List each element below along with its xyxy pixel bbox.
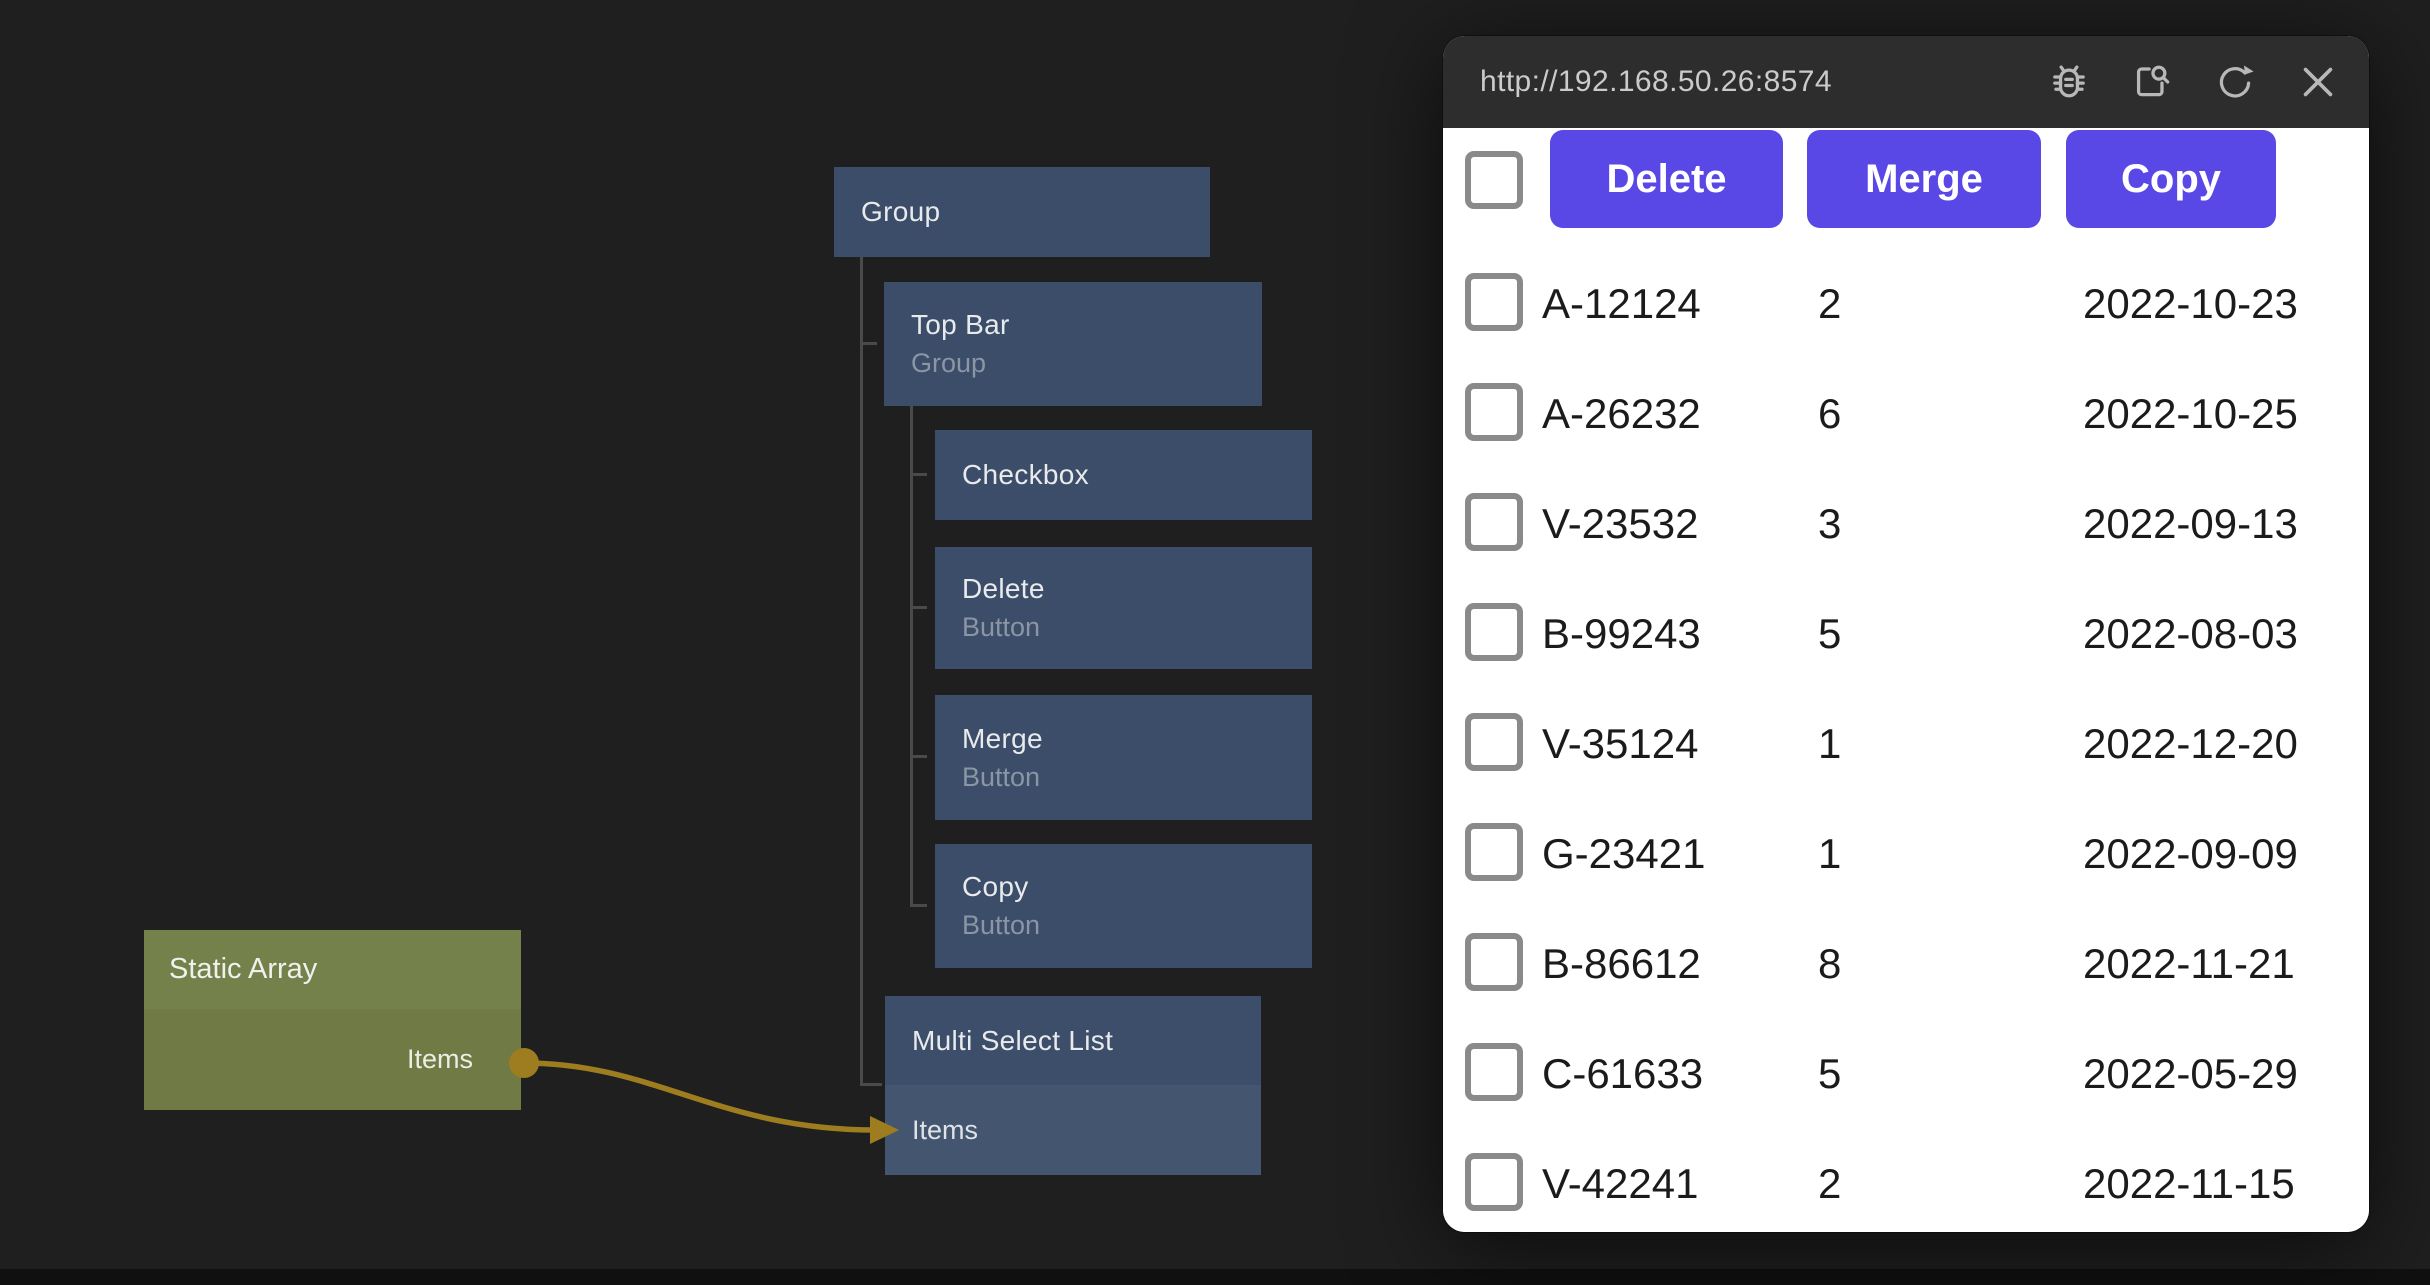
row-date: 2022-10-25 <box>2083 390 2298 437</box>
items-input-port[interactable]: Items <box>885 1085 1261 1175</box>
inspect-icon[interactable] <box>2129 59 2175 105</box>
list-row[interactable]: B-99243 5 2022-08-03 <box>1443 579 2369 689</box>
row-qty: 3 <box>1818 500 1842 547</box>
row-checkbox[interactable] <box>1465 713 1523 771</box>
node-static-array[interactable]: Static Array Items <box>144 930 521 1110</box>
row-date: 2022-12-20 <box>2083 720 2298 767</box>
row-date: 2022-08-03 <box>2083 610 2298 657</box>
node-title: Group <box>861 196 941 227</box>
merge-button[interactable]: Merge <box>1807 130 2041 228</box>
canvas-bottom-edge <box>0 1269 2430 1285</box>
row-id: V-23532 <box>1542 500 1699 547</box>
list-row[interactable]: V-42241 2 2022-11-15 <box>1443 1129 2369 1232</box>
node-title: Checkbox <box>962 459 1089 490</box>
node-delete-button[interactable]: Delete Button <box>935 547 1312 669</box>
node-merge-button[interactable]: Merge Button <box>935 695 1312 820</box>
node-title-row: Multi Select List <box>885 996 1261 1085</box>
row-date: 2022-09-09 <box>2083 830 2298 877</box>
node-title: Copy <box>962 871 1029 902</box>
row-id: A-12124 <box>1542 280 1701 327</box>
node-title: Delete <box>962 573 1045 604</box>
tree-tick-topbar <box>860 342 877 345</box>
tree-elbow-copy <box>910 904 927 907</box>
node-subtitle: Button <box>962 612 1041 642</box>
node-subtitle: Button <box>962 761 1041 792</box>
list-row[interactable]: V-23532 3 2022-09-13 <box>1443 469 2369 579</box>
row-qty: 5 <box>1818 610 1842 657</box>
row-qty: 6 <box>1818 390 1842 437</box>
row-checkbox[interactable] <box>1465 933 1523 991</box>
tree-tick-checkbox <box>910 473 927 476</box>
row-qty: 1 <box>1818 830 1842 877</box>
row-checkbox[interactable] <box>1465 493 1523 551</box>
node-group[interactable]: Group <box>834 167 1210 257</box>
row-date: 2022-05-29 <box>2083 1050 2298 1097</box>
row-checkbox[interactable] <box>1465 273 1523 331</box>
node-top-bar[interactable]: Top Bar Group <box>884 282 1262 406</box>
row-qty: 1 <box>1818 720 1842 767</box>
copy-button[interactable]: Copy <box>2066 130 2276 228</box>
debug-icon[interactable] <box>2046 59 2092 105</box>
row-checkbox[interactable] <box>1465 1153 1523 1211</box>
preview-window: http://192.168.50.26:8574 <box>1443 36 2369 1232</box>
row-id: B-99243 <box>1542 610 1701 657</box>
edge-items-connection <box>523 1060 877 1133</box>
node-multi-select-list[interactable]: Multi Select List Items <box>885 996 1261 1175</box>
row-id: V-35124 <box>1542 720 1699 767</box>
node-checkbox[interactable]: Checkbox <box>935 430 1312 520</box>
select-all-checkbox[interactable] <box>1465 151 1523 209</box>
row-date: 2022-11-21 <box>2083 940 2295 987</box>
row-id: G-23421 <box>1542 830 1706 877</box>
row-qty: 2 <box>1818 1160 1842 1207</box>
row-date: 2022-11-15 <box>2083 1160 2295 1207</box>
node-copy-button[interactable]: Copy Button <box>935 844 1312 968</box>
list-row[interactable]: V-35124 1 2022-12-20 <box>1443 689 2369 799</box>
list-row[interactable]: B-86612 8 2022-11-21 <box>1443 909 2369 1019</box>
row-qty: 5 <box>1818 1050 1842 1097</box>
delete-button[interactable]: Delete <box>1550 130 1783 228</box>
node-title: Top Bar <box>911 309 1010 340</box>
row-checkbox[interactable] <box>1465 383 1523 441</box>
row-qty: 2 <box>1818 280 1842 327</box>
row-id: C-61633 <box>1542 1050 1704 1097</box>
row-id: B-86612 <box>1542 940 1701 987</box>
row-qty: 8 <box>1818 940 1842 987</box>
titlebar-icons <box>2046 59 2341 105</box>
node-subtitle: Group <box>911 348 987 378</box>
tree-line-topbar-children <box>910 406 913 907</box>
row-checkbox[interactable] <box>1465 1043 1523 1101</box>
row-checkbox[interactable] <box>1465 823 1523 881</box>
items-output-port-label: Items <box>144 1009 521 1110</box>
tree-tick-merge <box>910 755 927 758</box>
preview-page: Delete Merge Copy A-12124 2 2022-10-23 A… <box>1443 128 2369 1232</box>
tree-tick-delete <box>910 606 927 609</box>
node-title: Merge <box>962 722 1043 754</box>
url-bar[interactable]: http://192.168.50.26:8574 <box>1480 65 1832 98</box>
row-id: V-42241 <box>1542 1160 1699 1207</box>
refresh-icon[interactable] <box>2212 59 2258 105</box>
list-row[interactable]: G-23421 1 2022-09-09 <box>1443 799 2369 909</box>
node-title: Multi Select List <box>912 1024 1114 1056</box>
tree-line-root <box>860 257 863 1086</box>
list-row[interactable]: C-61633 5 2022-05-29 <box>1443 1019 2369 1129</box>
preview-titlebar: http://192.168.50.26:8574 <box>1443 36 2369 128</box>
row-checkbox[interactable] <box>1465 603 1523 661</box>
node-title: Static Array <box>144 930 521 1009</box>
row-id: A-26232 <box>1542 390 1701 437</box>
tree-elbow-multi-select <box>860 1083 882 1086</box>
close-icon[interactable] <box>2295 59 2341 105</box>
node-subtitle: Button <box>962 910 1041 940</box>
list-row[interactable]: A-26232 6 2022-10-25 <box>1443 359 2369 469</box>
row-date: 2022-10-23 <box>2083 280 2298 327</box>
row-date: 2022-09-13 <box>2083 500 2298 547</box>
list-row[interactable]: A-12124 2 2022-10-23 <box>1443 249 2369 359</box>
